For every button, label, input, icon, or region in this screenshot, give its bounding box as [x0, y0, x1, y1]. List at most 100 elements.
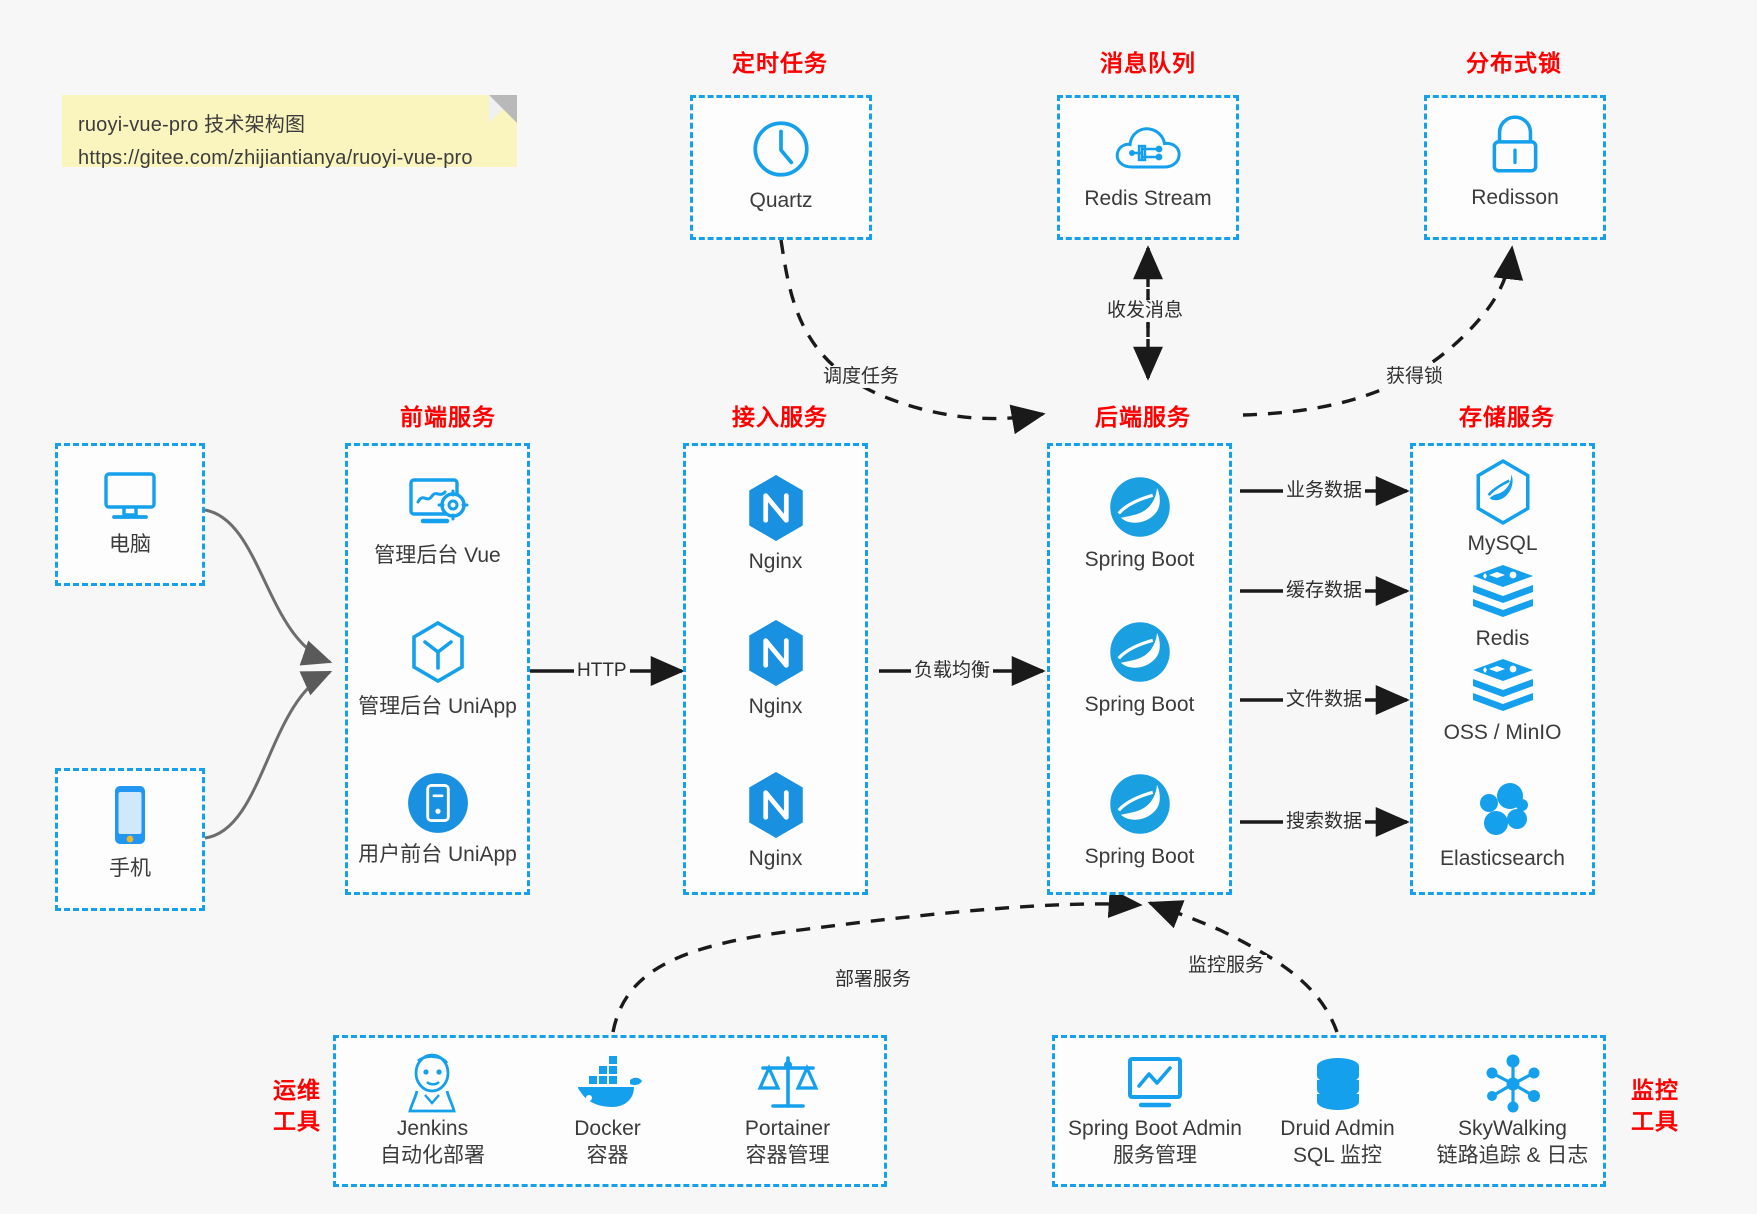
- edge-label-monitor-service: 监控服务: [1185, 955, 1268, 977]
- group-title-backend: 后端服务: [1095, 404, 1191, 430]
- group-title-message-queue: 消息队列: [1100, 50, 1196, 76]
- monitor-chart-icon: [1128, 1057, 1182, 1108]
- edge-label-search-data: 搜索数据: [1283, 811, 1366, 833]
- node-label: Spring Boot: [1084, 548, 1195, 571]
- group-box-scheduled-task: [690, 95, 872, 240]
- node-label: Elasticsearch: [1440, 847, 1565, 870]
- spring-boot-icon: [1109, 477, 1170, 537]
- node-mobile[interactable]: 手机: [55, 782, 205, 882]
- node-name: SkyWalking: [1458, 1117, 1567, 1140]
- node-nginx-2[interactable]: Nginx: [683, 618, 868, 720]
- node-user-uniapp[interactable]: 用户前台 UniApp: [345, 770, 530, 868]
- node-desc: 容器: [586, 1144, 629, 1167]
- node-label: Redisson: [1471, 186, 1559, 209]
- group-title-storage: 存储服务: [1459, 404, 1555, 430]
- group-box-distributed-lock: [1424, 95, 1606, 240]
- node-label: MySQL: [1467, 532, 1538, 555]
- redis-icon: [1472, 565, 1533, 617]
- node-spring-boot-1[interactable]: Spring Boot: [1047, 473, 1232, 573]
- elasticsearch-icon: [1479, 783, 1528, 835]
- spring-boot-icon: [1109, 622, 1170, 682]
- phone-circle-icon: [407, 773, 468, 833]
- group-title-monitoring-line2: 工具: [1631, 1108, 1679, 1134]
- desktop-icon: [104, 472, 156, 519]
- docker-icon: [577, 1056, 642, 1107]
- dashboard-settings-icon: [408, 478, 468, 524]
- lock-icon: [1492, 115, 1538, 173]
- nginx-icon: [748, 620, 803, 686]
- node-redis-stream[interactable]: Redis Stream: [1057, 120, 1239, 212]
- database-icon: [1316, 1058, 1359, 1110]
- mobile-icon: [115, 786, 145, 844]
- node-nginx-3[interactable]: Nginx: [683, 770, 868, 872]
- group-title-devops: 运维 工具: [262, 1075, 332, 1137]
- node-admin-vue[interactable]: 管理后台 Vue: [345, 473, 530, 569]
- node-desc: 链路追踪 & 日志: [1436, 1144, 1589, 1167]
- node-desc: 自动化部署: [380, 1144, 485, 1167]
- node-admin-uniapp[interactable]: 管理后台 UniApp: [345, 618, 530, 720]
- skywalking-icon: [1486, 1054, 1540, 1113]
- edge-label-http: HTTP: [574, 660, 630, 682]
- node-label: Nginx: [748, 695, 803, 718]
- node-portainer[interactable]: Portainer 容器管理: [700, 1053, 875, 1169]
- node-desc: 容器管理: [745, 1144, 830, 1167]
- node-label: Redis: [1475, 627, 1530, 650]
- node-docker[interactable]: Docker 容器: [520, 1053, 695, 1169]
- node-quartz[interactable]: Quartz: [690, 116, 872, 214]
- node-label: 电脑: [109, 533, 151, 556]
- mysql-icon: [1475, 459, 1530, 525]
- cube-icon: [411, 620, 464, 684]
- note-title: ruoyi-vue-pro 技术架构图: [78, 114, 306, 136]
- node-skywalking[interactable]: SkyWalking 链路追踪 & 日志: [1420, 1053, 1605, 1169]
- edge-label-business-data: 业务数据: [1283, 480, 1366, 502]
- nginx-icon: [748, 475, 803, 541]
- redis-icon: [1472, 659, 1533, 711]
- group-title-monitoring: 监控 工具: [1620, 1075, 1690, 1137]
- node-desc: 服务管理: [1113, 1144, 1197, 1167]
- node-label: 手机: [109, 857, 151, 880]
- node-redisson[interactable]: Redisson: [1424, 113, 1606, 211]
- clock-icon: [753, 121, 809, 177]
- node-label: 管理后台 Vue: [374, 544, 501, 567]
- node-desktop[interactable]: 电脑: [55, 466, 205, 558]
- scales-icon: [757, 1056, 818, 1108]
- edge-label-cache-data: 缓存数据: [1283, 580, 1366, 602]
- diagram-note: ruoyi-vue-pro 技术架构图 https://gitee.com/zh…: [62, 95, 517, 169]
- edge-label-schedule-task: 调度任务: [820, 366, 903, 388]
- node-mysql[interactable]: MySQL: [1410, 459, 1595, 557]
- edge-label-file-data: 文件数据: [1283, 689, 1366, 711]
- note-url: https://gitee.com/zhijiantianya/ruoyi-vu…: [78, 147, 473, 169]
- group-title-devops-line1: 运维: [273, 1077, 321, 1103]
- node-spring-boot-2[interactable]: Spring Boot: [1047, 618, 1232, 718]
- jenkins-icon: [407, 1053, 456, 1113]
- node-jenkins[interactable]: Jenkins 自动化部署: [345, 1053, 520, 1169]
- cloud-stream-icon: [1115, 127, 1181, 169]
- node-spring-boot-admin[interactable]: Spring Boot Admin 服务管理: [1060, 1053, 1250, 1169]
- node-label: 管理后台 UniApp: [358, 695, 517, 718]
- edge-label-load-balance: 负载均衡: [911, 660, 994, 682]
- node-druid-admin[interactable]: Druid Admin SQL 监控: [1255, 1053, 1420, 1169]
- node-elasticsearch[interactable]: Elasticsearch: [1410, 780, 1595, 872]
- group-title-devops-line2: 工具: [273, 1108, 321, 1134]
- node-label: OSS / MinIO: [1443, 721, 1562, 744]
- node-name: Druid Admin: [1280, 1117, 1395, 1140]
- node-redis[interactable]: Redis: [1410, 560, 1595, 652]
- node-oss-minio[interactable]: OSS / MinIO: [1410, 654, 1595, 746]
- node-label: 用户前台 UniApp: [358, 843, 517, 866]
- node-name: Docker: [574, 1117, 641, 1140]
- edge-label-send-receive-message: 收发消息: [1104, 300, 1187, 322]
- node-name: Spring Boot Admin: [1068, 1117, 1242, 1140]
- note-fold-icon: [489, 95, 517, 123]
- node-nginx-1[interactable]: Nginx: [683, 473, 868, 575]
- node-label: Redis Stream: [1084, 187, 1212, 210]
- group-title-frontend: 前端服务: [400, 404, 496, 430]
- node-label: Nginx: [748, 550, 803, 573]
- nginx-icon: [748, 772, 803, 838]
- node-spring-boot-3[interactable]: Spring Boot: [1047, 770, 1232, 870]
- node-name: Jenkins: [396, 1117, 469, 1140]
- node-label: Quartz: [749, 189, 813, 212]
- node-desc: SQL 监控: [1292, 1144, 1383, 1167]
- spring-boot-icon: [1109, 774, 1170, 834]
- group-title-scheduled-task: 定时任务: [732, 50, 828, 76]
